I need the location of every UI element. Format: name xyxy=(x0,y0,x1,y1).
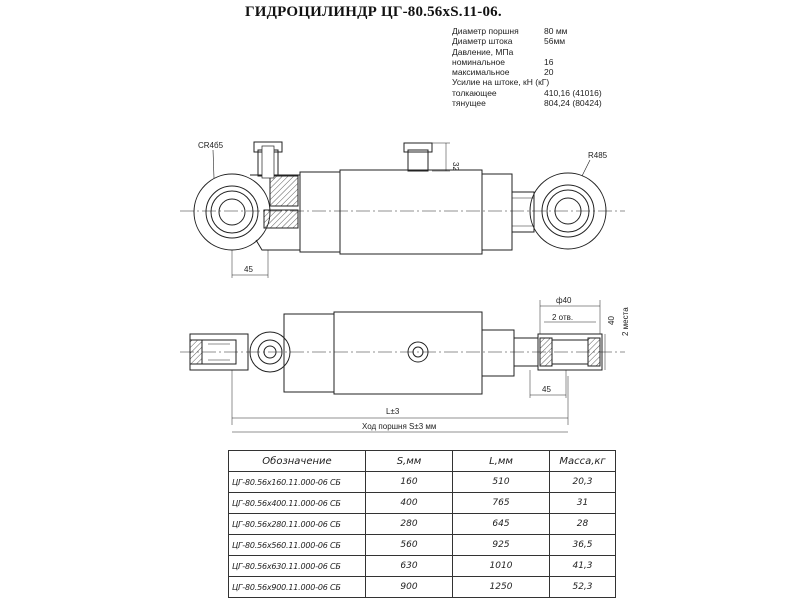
cell-stroke: 280 xyxy=(365,513,453,535)
dim-holes-label: 2 отв. xyxy=(552,313,573,322)
left-port-ring xyxy=(257,339,283,365)
dim-l-label: L±3 xyxy=(386,407,400,416)
cell-length: 1010 xyxy=(452,555,550,577)
middle-port-ring xyxy=(407,341,429,363)
left-clevis-bore xyxy=(201,339,237,365)
cell-designation: ЦГ-80.56х400.11.000-06 СБ xyxy=(228,492,366,514)
spec-label: максимальное xyxy=(452,67,510,78)
spec-label: Давление, МПа xyxy=(452,46,514,57)
dim-40-label: 40 xyxy=(607,316,616,325)
spec-label: Диаметр поршня xyxy=(452,26,519,36)
right-head xyxy=(481,173,513,251)
dim-45-top-label: 45 xyxy=(244,265,253,274)
right-clevis xyxy=(537,333,603,371)
left-port-bore xyxy=(261,145,275,179)
spec-label: Усилие на штоке, кН (кГ) xyxy=(452,77,550,88)
cell-designation: ЦГ-80.56х160.11.000-06 СБ xyxy=(228,471,366,493)
cell-mass: 41,3 xyxy=(549,555,616,577)
right-clevis-section xyxy=(587,337,601,367)
left-eye-hole xyxy=(218,198,246,226)
right-port-nut xyxy=(403,142,433,153)
right-eye-hole xyxy=(554,197,582,225)
spec-value: 20 xyxy=(544,67,554,78)
table-header-row: Обозначение S,мм L,мм Масса,кг xyxy=(228,450,616,472)
cell-stroke: 900 xyxy=(365,576,453,598)
dim-stroke-label: Ход поршня S±3 мм xyxy=(362,422,436,431)
right-eye-bore xyxy=(541,184,595,238)
cell-stroke: 400 xyxy=(365,492,453,514)
drawing-title: ГИДРОЦИЛИНДР ЦГ-80.56хS.11-06. xyxy=(245,4,502,20)
spec-value: 410,16 (41016) xyxy=(544,87,602,98)
cell-stroke: 160 xyxy=(365,471,453,493)
piston-rod xyxy=(511,191,535,233)
right-port-fitting xyxy=(407,149,429,172)
cell-mass: 36,5 xyxy=(549,534,616,556)
middle-port-hole xyxy=(412,346,424,358)
cell-length: 510 xyxy=(452,471,550,493)
cell-mass: 31 xyxy=(549,492,616,514)
cell-designation: ЦГ-80.56х280.11.000-06 СБ xyxy=(228,513,366,535)
cell-stroke: 560 xyxy=(365,534,453,556)
left-clevis-section xyxy=(189,339,203,365)
dim-phi40-label: ф40 xyxy=(556,296,572,305)
spec-label: номинальное xyxy=(452,56,505,67)
variants-table: Обозначение S,мм L,мм Масса,кг ЦГ-80.56х… xyxy=(228,450,616,598)
dim-cr-label: CR4б5 xyxy=(198,141,224,150)
left-eye-bearing xyxy=(210,190,254,234)
cell-length: 1250 xyxy=(452,576,550,598)
dim-45-bottom-label: 45 xyxy=(542,385,551,394)
left-head-section-lower xyxy=(263,209,299,229)
spec-label: Диаметр штока xyxy=(452,36,513,47)
right-clevis-bore xyxy=(551,339,589,365)
left-port-body xyxy=(249,331,291,373)
spec-label: толкающее xyxy=(452,87,497,98)
right-eye-bearing xyxy=(546,189,590,233)
col-stroke: S,мм xyxy=(365,450,453,472)
right-eye-outer xyxy=(529,172,607,250)
cylinder-tube xyxy=(339,169,483,255)
cell-stroke: 630 xyxy=(365,555,453,577)
spec-label: тянущее xyxy=(452,98,486,109)
top-view xyxy=(180,300,625,433)
cell-length: 765 xyxy=(452,492,550,514)
spec-value: 16 xyxy=(544,56,554,67)
left-eye-outer xyxy=(193,173,271,251)
cell-designation: ЦГ-80.56х560.11.000-06 СБ xyxy=(228,534,366,556)
dim-r-label: R485 xyxy=(588,151,608,160)
dim-32-label: 32 xyxy=(451,162,460,171)
cell-mass: 52,3 xyxy=(549,576,616,598)
col-designation: Обозначение xyxy=(228,450,366,472)
r-leader xyxy=(581,159,591,177)
cell-length: 925 xyxy=(452,534,550,556)
front-view xyxy=(180,141,625,278)
tube-left-flange-top xyxy=(283,313,335,393)
left-eye-bore xyxy=(205,185,259,239)
cell-length: 645 xyxy=(452,513,550,535)
cell-mass: 20,3 xyxy=(549,471,616,493)
dim-faces-label: 2 места xyxy=(621,307,630,336)
tube-left-flange xyxy=(299,171,341,253)
col-length: L,мм xyxy=(452,450,550,472)
left-head-section xyxy=(269,175,299,207)
right-head-top xyxy=(481,329,515,377)
col-mass: Масса,кг xyxy=(549,450,616,472)
right-clevis-section xyxy=(539,337,553,367)
cell-designation: ЦГ-80.56х630.11.000-06 СБ xyxy=(228,555,366,577)
cell-designation: ЦГ-80.56х900.11.000-06 СБ xyxy=(228,576,366,598)
spec-value: 56мм xyxy=(544,36,566,47)
spec-value: 804,24 (80424) xyxy=(544,98,602,109)
spec-value: 80 мм xyxy=(544,26,568,36)
cr-leader xyxy=(212,149,215,179)
cylinder-drawing: CR4б5 R485 32 45 xyxy=(180,141,630,433)
left-port-hole xyxy=(263,345,277,359)
cell-mass: 28 xyxy=(549,513,616,535)
